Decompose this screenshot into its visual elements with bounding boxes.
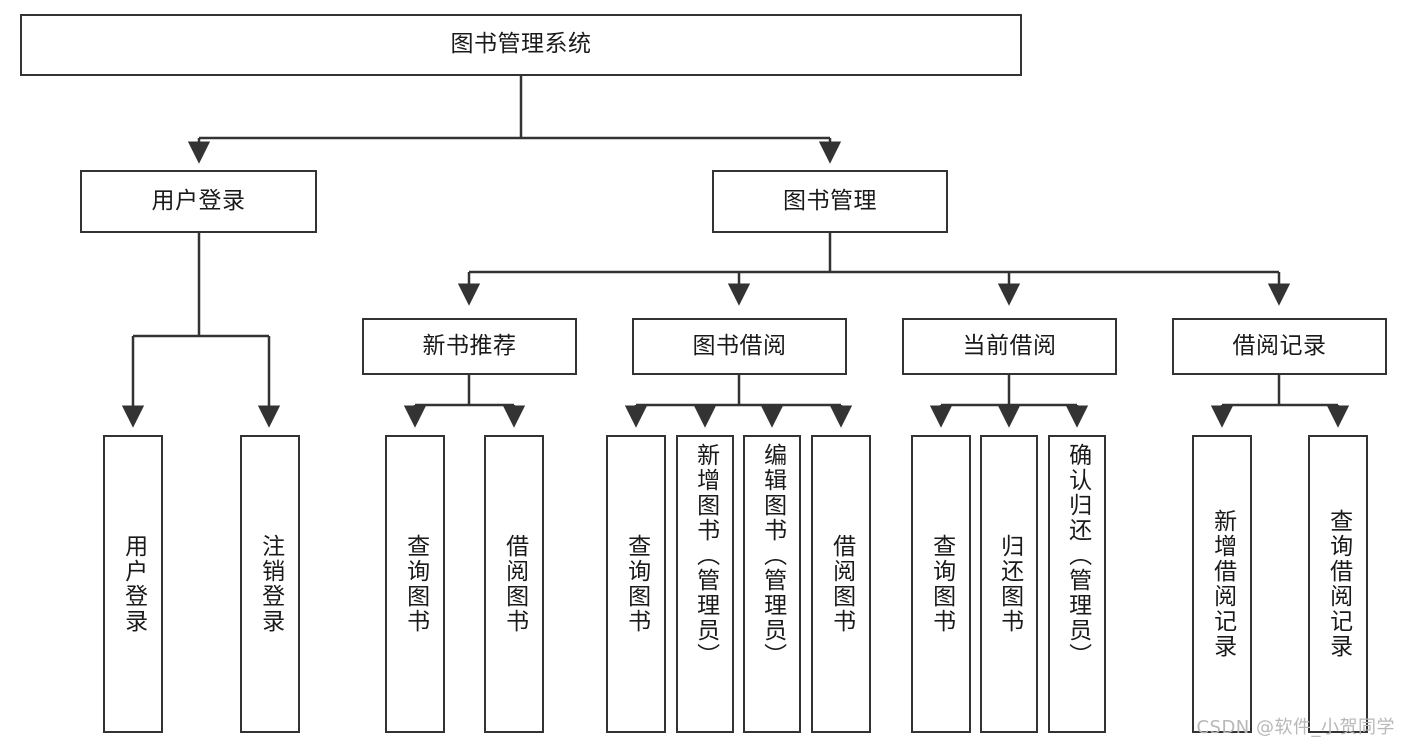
node-leaf-records-query-label: 查询借阅记录: [1325, 509, 1352, 659]
node-leaf-newbook-borrow[interactable]: 借阅图书: [484, 435, 544, 733]
node-leaf-current-query-label: 查询图书: [928, 534, 955, 634]
node-root-system[interactable]: 图书管理系统: [20, 14, 1022, 76]
node-leaf-records-query[interactable]: 查询借阅记录: [1308, 435, 1368, 733]
node-leaf-borrow-add-label: 新增图书（管理员）: [692, 443, 719, 668]
node-user-login-label: 用户登录: [151, 187, 246, 214]
node-leaf-current-confirm-label: 确认归还（管理员）: [1064, 443, 1091, 668]
node-new-book-recommend-label: 新书推荐: [422, 332, 517, 359]
node-book-borrow[interactable]: 图书借阅: [632, 318, 847, 375]
node-leaf-user-login[interactable]: 用户登录: [103, 435, 163, 733]
watermark-text: CSDN @软件_小贺同学: [1196, 717, 1395, 738]
node-borrow-records[interactable]: 借阅记录: [1172, 318, 1387, 375]
node-leaf-current-return[interactable]: 归还图书: [980, 435, 1038, 733]
node-user-login[interactable]: 用户登录: [80, 170, 317, 233]
node-leaf-current-query[interactable]: 查询图书: [911, 435, 971, 733]
node-book-management[interactable]: 图书管理: [712, 170, 948, 233]
node-borrow-records-label: 借阅记录: [1232, 332, 1327, 359]
node-leaf-borrow-query-label: 查询图书: [623, 534, 650, 634]
node-leaf-borrow-book[interactable]: 借阅图书: [811, 435, 871, 733]
node-leaf-records-add[interactable]: 新增借阅记录: [1192, 435, 1252, 733]
node-leaf-logout[interactable]: 注销登录: [240, 435, 300, 733]
node-leaf-newbook-borrow-label: 借阅图书: [501, 534, 528, 634]
node-leaf-borrow-query[interactable]: 查询图书: [606, 435, 666, 733]
node-root-system-label: 图书管理系统: [450, 31, 592, 58]
node-leaf-borrow-edit-label: 编辑图书（管理员）: [759, 443, 786, 668]
node-leaf-newbook-query[interactable]: 查询图书: [385, 435, 445, 733]
node-leaf-current-confirm[interactable]: 确认归还（管理员）: [1048, 435, 1106, 733]
node-book-borrow-label: 图书借阅: [692, 332, 787, 359]
node-leaf-borrow-book-label: 借阅图书: [828, 534, 855, 634]
node-leaf-current-return-label: 归还图书: [996, 534, 1023, 634]
node-new-book-recommend[interactable]: 新书推荐: [362, 318, 577, 375]
node-leaf-borrow-edit[interactable]: 编辑图书（管理员）: [743, 435, 801, 733]
node-leaf-user-login-label: 用户登录: [120, 534, 147, 634]
node-book-management-label: 图书管理: [783, 187, 877, 214]
node-leaf-records-add-label: 新增借阅记录: [1209, 509, 1236, 659]
node-leaf-newbook-query-label: 查询图书: [402, 534, 429, 634]
node-leaf-logout-label: 注销登录: [257, 534, 284, 634]
node-leaf-borrow-add[interactable]: 新增图书（管理员）: [676, 435, 734, 733]
node-current-borrow-label: 当前借阅: [962, 332, 1057, 359]
node-current-borrow[interactable]: 当前借阅: [902, 318, 1117, 375]
